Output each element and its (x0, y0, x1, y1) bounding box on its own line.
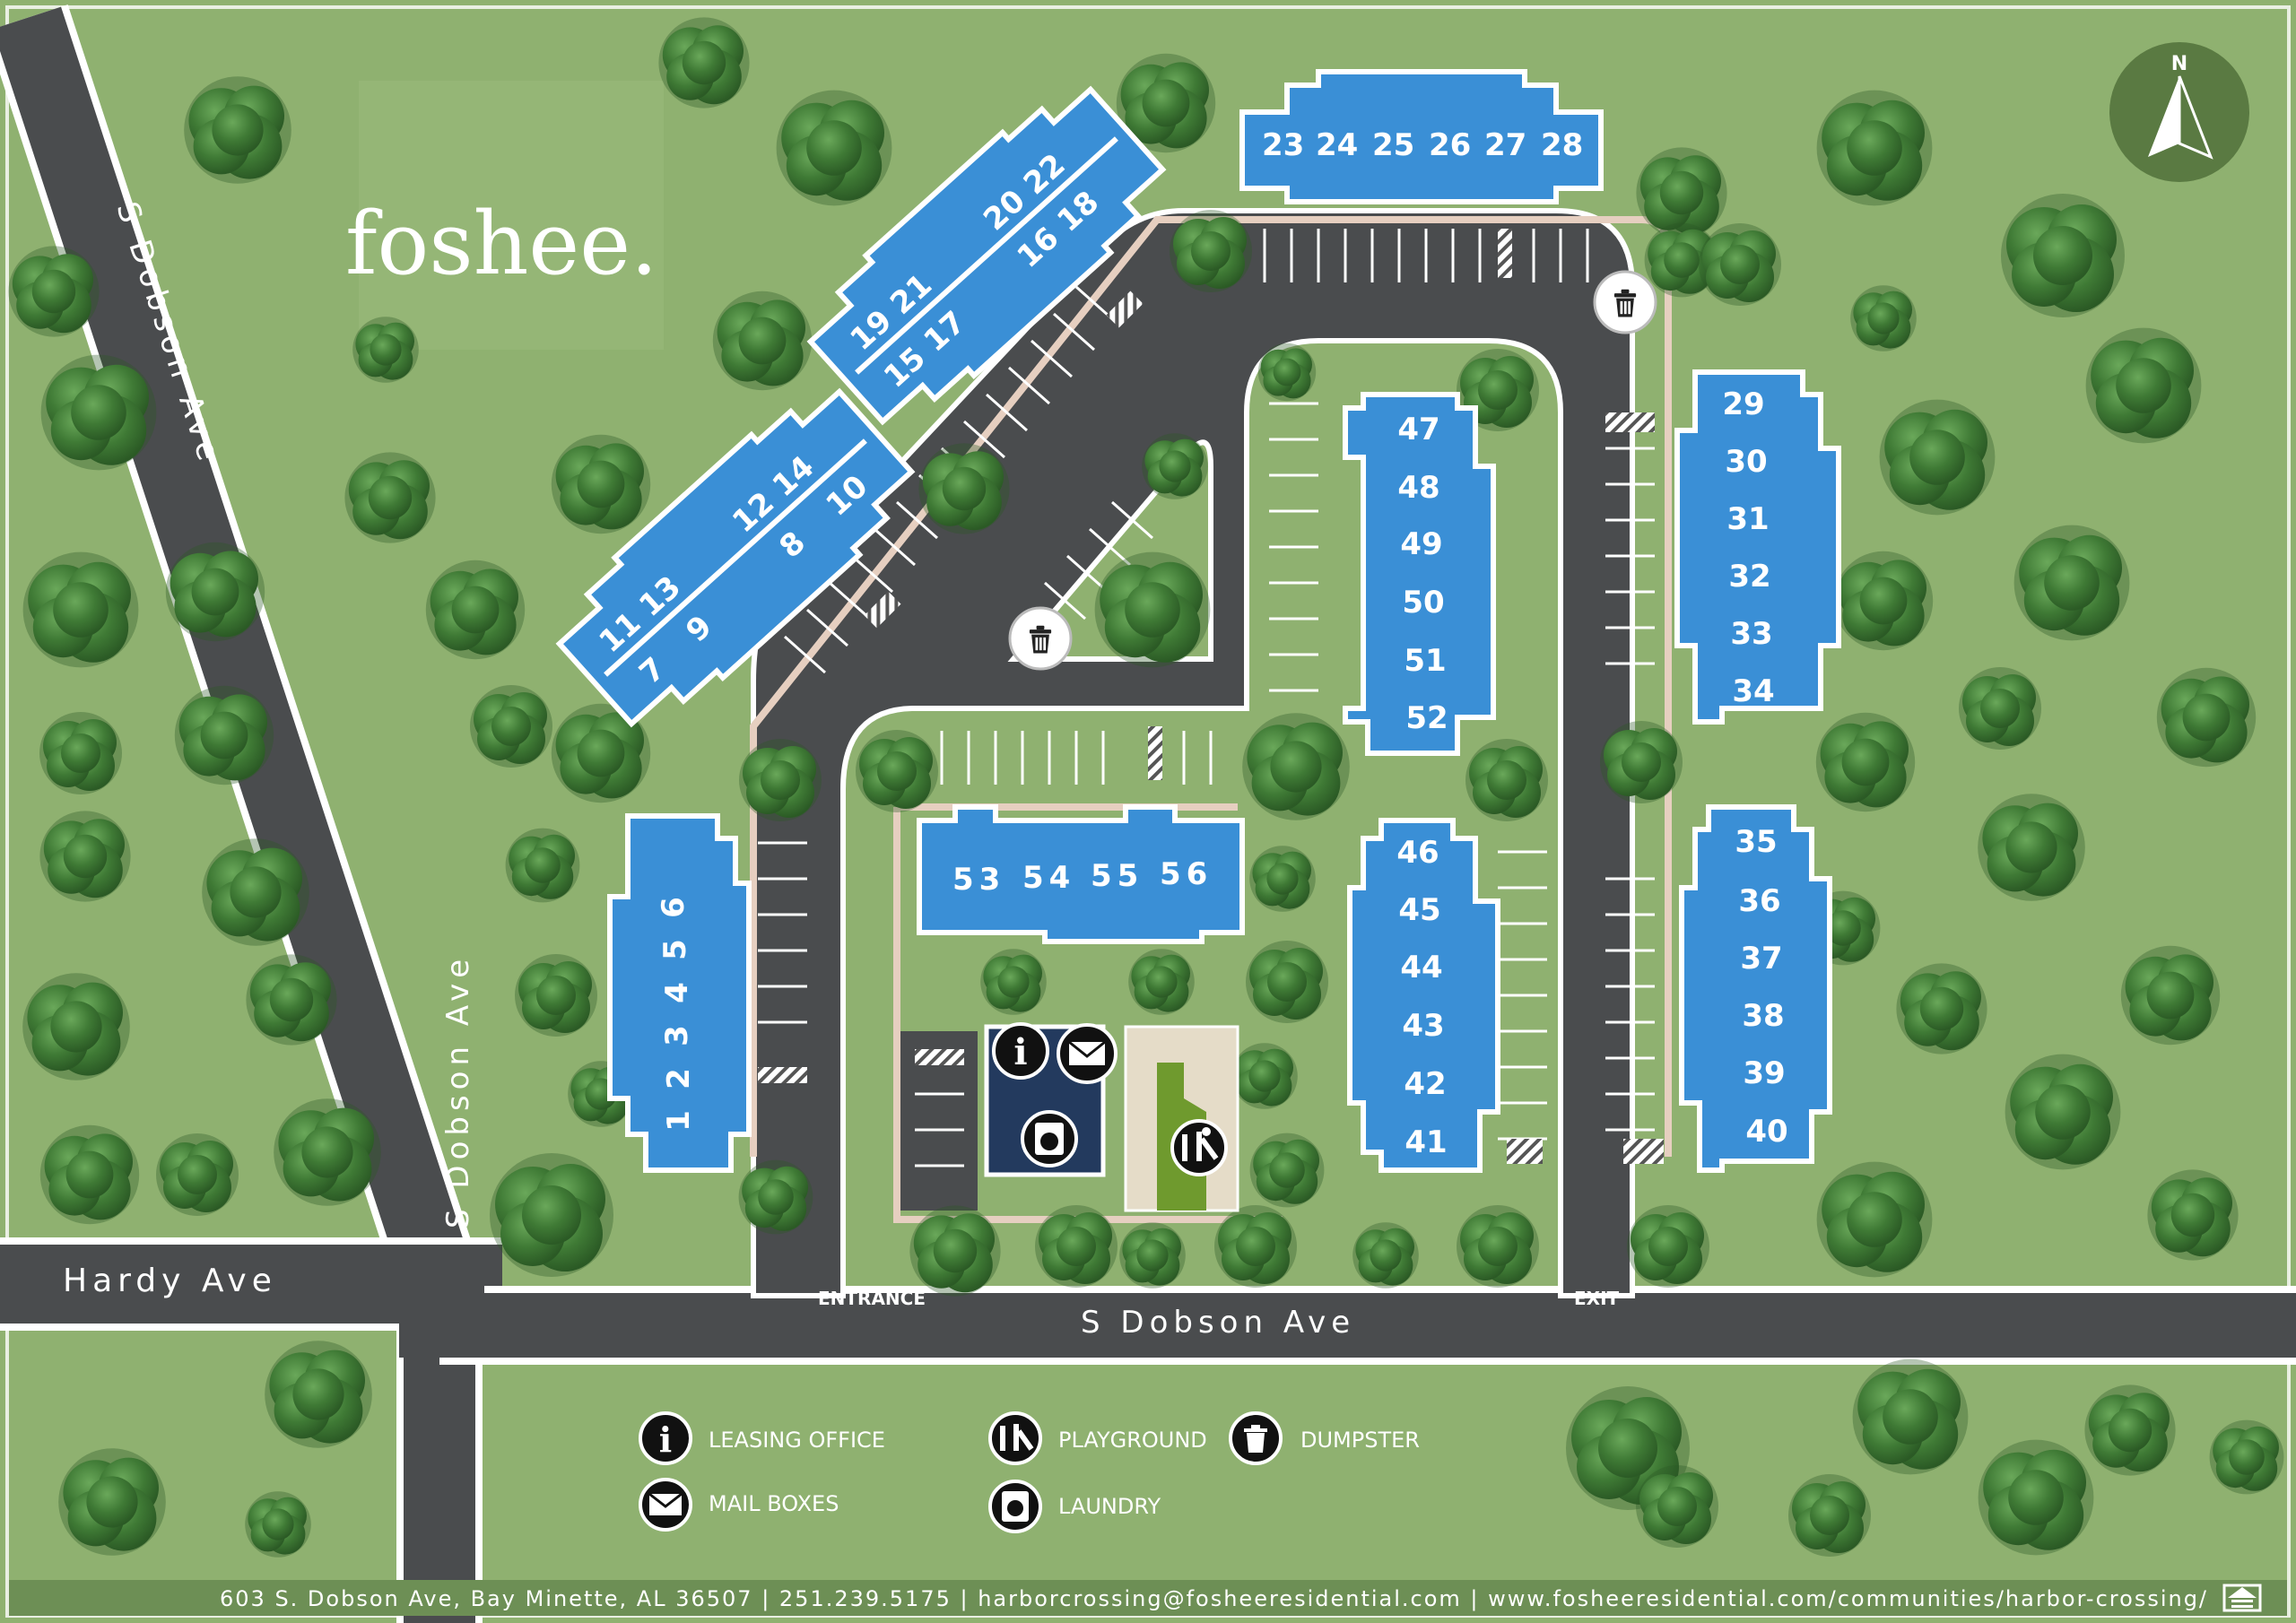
mail-icon (1057, 1023, 1118, 1084)
legend: i LEASING OFFICE MAIL BOXES PLAYGROUND L… (639, 1411, 1420, 1533)
unit-label: 49 (1400, 526, 1442, 562)
building-1-6[interactable] (607, 813, 752, 1173)
unit-label: 47 (1397, 412, 1439, 447)
building-47-52[interactable] (1343, 392, 1496, 756)
legend-label: LAUNDRY (1058, 1494, 1161, 1519)
legend-playground: PLAYGROUND (988, 1411, 1207, 1465)
unit-label: 37 (1740, 941, 1782, 976)
legend-label: MAIL BOXES (709, 1491, 839, 1516)
unit-label: 2 (661, 1068, 697, 1089)
unit-label: 31 (1726, 501, 1769, 537)
unit-label: 27 (1484, 127, 1526, 163)
legend-dumpster: DUMPSTER (1229, 1411, 1420, 1465)
unit-label: 4 (659, 982, 695, 1003)
legend-label: PLAYGROUND (1058, 1428, 1207, 1453)
legend-label: DUMPSTER (1300, 1428, 1420, 1453)
road-label-s-dobson-main: S Dobson Ave (1081, 1305, 1355, 1341)
unit-label: 56 (1160, 856, 1213, 892)
unit-label: 46 (1396, 835, 1439, 871)
unit-label: 3 (659, 1025, 695, 1046)
unit-label: 43 (1402, 1008, 1444, 1044)
unit-label: 24 (1316, 127, 1358, 163)
info-icon (639, 1411, 692, 1465)
unit-label: 51 (1404, 643, 1446, 679)
unit-label: 23 (1262, 127, 1304, 163)
building-7-14[interactable] (542, 372, 930, 744)
unit-label: 6 (656, 897, 691, 918)
equal-housing-icon (2222, 1584, 2262, 1612)
logo-backdrop (359, 81, 664, 350)
leasing-office-building[interactable]: i (984, 1022, 1118, 1177)
unit-label: 50 (1402, 585, 1444, 621)
building-35-40[interactable] (1679, 804, 1832, 1173)
unit-label: 40 (1745, 1114, 1787, 1150)
legend-leasing-office: i LEASING OFFICE (639, 1411, 885, 1465)
unit-label: 28 (1541, 127, 1583, 163)
footer-contact: 603 S. Dobson Ave, Bay Minette, AL 36507… (220, 1586, 2208, 1611)
footer-bar: 603 S. Dobson Ave, Bay Minette, AL 36507… (9, 1580, 2287, 1616)
info-icon-glyph: i (659, 1419, 672, 1460)
entrance-label: ENTRANCE (818, 1288, 926, 1309)
accessible-stalls (758, 229, 1664, 1164)
unit-label: 36 (1738, 883, 1780, 919)
building-15-22[interactable] (793, 70, 1181, 442)
unit-label: 29 (1722, 386, 1764, 422)
unit-label: 32 (1728, 559, 1770, 595)
legend-label: LEASING OFFICE (709, 1428, 885, 1453)
playground-icon (1170, 1119, 1228, 1176)
playground-area[interactable] (1124, 1025, 1239, 1212)
foshee-logo: foshee. (345, 194, 658, 294)
unit-label: 38 (1742, 998, 1784, 1034)
unit-label: 25 (1372, 127, 1414, 163)
exit-label: EXIT (1574, 1288, 1620, 1309)
unit-label: 54 (1022, 860, 1075, 896)
unit-label: 5 (657, 939, 693, 960)
unit-label: 33 (1730, 616, 1772, 652)
unit-label: 30 (1725, 444, 1767, 480)
buildings (542, 69, 1841, 1173)
unit-label: 26 (1429, 127, 1471, 163)
legend-laundry: LAUNDRY (988, 1480, 1161, 1533)
building-53-56[interactable] (917, 804, 1245, 944)
unit-label: 1 (661, 1110, 697, 1132)
unit-label: 53 (952, 862, 1005, 898)
road-label-hardy: Hardy Ave (63, 1263, 277, 1299)
unit-label: 55 (1091, 858, 1144, 894)
unit-label: 52 (1405, 700, 1448, 736)
unit-label: 44 (1400, 950, 1442, 985)
unit-label: 42 (1404, 1066, 1446, 1102)
legend-mail-boxes: MAIL BOXES (639, 1478, 839, 1532)
unit-label: 35 (1735, 824, 1777, 860)
building-23-28[interactable] (1239, 69, 1604, 204)
unit-label: 41 (1405, 1124, 1447, 1160)
laundry-icon (1021, 1110, 1078, 1167)
info-icon (992, 1022, 1049, 1080)
unit-label: 45 (1398, 892, 1440, 928)
unit-label: 34 (1732, 673, 1774, 709)
building-41-46[interactable] (1347, 818, 1500, 1173)
info-icon-glyph: i (1013, 1031, 1027, 1073)
dumpster-icon (1008, 606, 1073, 671)
dumpster-icon (1593, 270, 1657, 334)
north-arrow-icon: N (2171, 53, 2187, 75)
unit-label: 39 (1743, 1055, 1785, 1091)
unit-label: 48 (1397, 470, 1439, 506)
road-label-s-dobson-lower: S Dobson Ave (440, 954, 476, 1228)
building-29-34[interactable] (1674, 369, 1841, 725)
compass: N (2109, 42, 2249, 182)
